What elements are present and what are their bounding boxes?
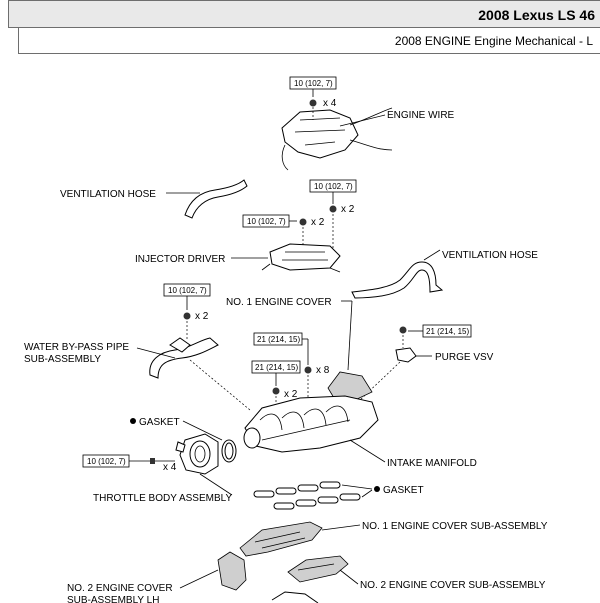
qty-label: x 4 — [163, 462, 177, 473]
torque-value: 10 (102, 7) — [168, 286, 207, 295]
manifold-gaskets-part — [253, 481, 361, 510]
purge-vsv-part — [395, 347, 417, 363]
bolt-icon — [272, 387, 280, 395]
label-engine-wire: ENGINE WIRE — [387, 110, 455, 121]
bolt-icon — [309, 99, 317, 107]
label-ventilation-hose-right: VENTILATION HOSE — [442, 250, 538, 261]
bolt-icon — [183, 312, 191, 320]
bolt-icon — [304, 366, 312, 374]
qty-label: x 4 — [323, 98, 337, 109]
torque-value: 10 (102, 7) — [247, 217, 286, 226]
label-intake-manifold: INTAKE MANIFOLD — [387, 458, 477, 469]
bolt-icon — [399, 326, 407, 334]
label-no2-engine-cover-sub-right: NO. 2 ENGINE COVER SUB-ASSEMBLY — [360, 580, 546, 591]
label-gasket-top: GASKET — [139, 417, 180, 428]
qty-label: x 2 — [341, 204, 355, 215]
engine-wire-part — [281, 107, 393, 171]
ventilation-hose-right-part — [351, 261, 444, 299]
no1-engine-cover-part — [327, 371, 373, 401]
intake-manifold-part — [243, 395, 379, 453]
no2-engine-cover-sub-right-part — [287, 555, 349, 583]
ventilation-hose-left-part — [184, 179, 248, 219]
label-water-bypass-2: SUB-ASSEMBLY — [24, 354, 101, 365]
torque-value: 10 (102, 7) — [314, 182, 353, 191]
document-subtitle-bar: 2008 ENGINE Engine Mechanical - L — [18, 28, 600, 54]
label-no2-engine-cover-lh-2: SUB-ASSEMBLY LH — [67, 595, 159, 603]
lower-part-fragment — [271, 591, 319, 603]
label-throttle-body: THROTTLE BODY ASSEMBLY — [93, 493, 232, 504]
qty-label: x 2 — [284, 389, 298, 400]
label-purge-vsv: PURGE VSV — [435, 352, 494, 363]
water-bypass-pipe-part — [149, 337, 219, 379]
document-subtitle: 2008 ENGINE Engine Mechanical - L — [394, 34, 593, 48]
document-title: 2008 Lexus LS 46 — [478, 7, 595, 23]
label-water-bypass-1: WATER BY-PASS PIPE — [24, 342, 129, 353]
torque-value: 21 (214, 15) — [255, 363, 298, 372]
bolt-icon — [150, 458, 155, 464]
torque-value: 21 (214, 15) — [426, 327, 469, 336]
qty-label: x 2 — [311, 217, 325, 228]
torque-value: 21 (214, 15) — [257, 335, 300, 344]
throttle-body-part — [175, 433, 219, 475]
bolt-icon — [329, 205, 337, 213]
injector-driver-part — [261, 243, 341, 273]
torque-value: 10 (102, 7) — [87, 457, 126, 466]
document-title-bar: 2008 Lexus LS 46 — [8, 0, 600, 28]
qty-label: x 8 — [316, 365, 330, 376]
label-gasket-bottom: GASKET — [383, 485, 424, 496]
no1-engine-cover-sub-part — [239, 521, 323, 557]
qty-label: x 2 — [195, 311, 209, 322]
bolt-icon — [299, 218, 307, 226]
torque-value: 10 (102, 7) — [294, 79, 333, 88]
gasket-bullet-icon — [130, 418, 136, 424]
label-no1-engine-cover: NO. 1 ENGINE COVER — [226, 297, 332, 308]
no2-engine-cover-lh-part — [217, 551, 247, 591]
gasket-bullet-icon — [374, 486, 380, 492]
label-ventilation-hose-left: VENTILATION HOSE — [60, 189, 156, 200]
label-no1-engine-cover-sub: NO. 1 ENGINE COVER SUB-ASSEMBLY — [362, 521, 548, 532]
label-injector-driver: INJECTOR DRIVER — [135, 254, 225, 265]
label-no2-engine-cover-lh-1: NO. 2 ENGINE COVER — [67, 583, 173, 594]
